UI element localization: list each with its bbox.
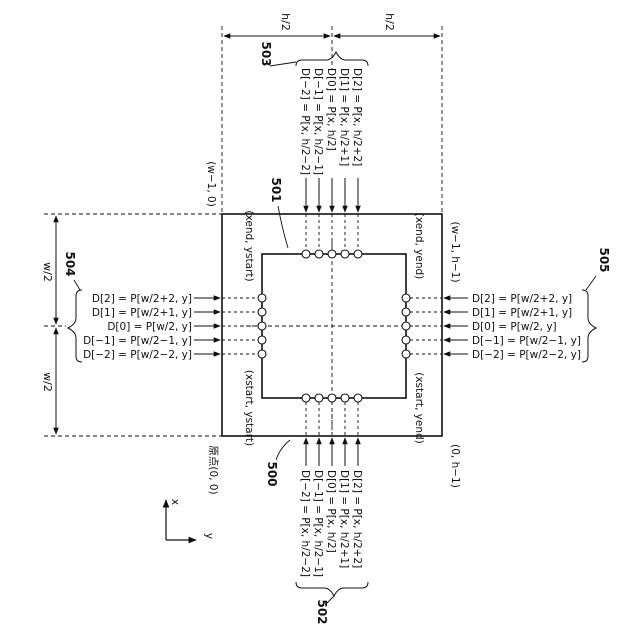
top-sample-label: D[2] = P[x, h/2+2] (351, 68, 363, 166)
axis-x-label: x (169, 499, 181, 505)
region-corner-xstart-yend: (xstart, yend) (413, 372, 425, 444)
left-sample-label: D[−1] = P[w/2−1, y] (83, 335, 192, 347)
bottom-sample-label: D[−2] = P[x, h/2−2] (299, 470, 311, 577)
top-sample-circle (328, 250, 336, 258)
top-sample-label: D[1] = P[x, h/2+1] (338, 68, 350, 166)
bottom-sample-label: D[−1] = P[x, h/2−1] (312, 470, 324, 577)
right-sample-group: D[2] = P[w/2+2, y] D[1] = P[w/2+1, y] D[0]… (402, 293, 581, 361)
bottom-sample-group: D[−2] = P[x, h/2−2]D[−1] = P[x, h/2−1]D[… (299, 394, 363, 577)
left-sample-circle (258, 322, 266, 330)
brace-502 (296, 582, 368, 596)
left-sample-circle (258, 336, 266, 344)
left-sample-label: D[2] = P[w/2+2, y] (92, 293, 192, 305)
left-sample-circle (258, 308, 266, 316)
ref-501: 501 (269, 177, 283, 202)
top-sample-circle (341, 250, 349, 258)
dim-label-h-half-left: h/2 (279, 13, 292, 31)
right-sample-circle (402, 322, 410, 330)
top-sample-circle (315, 250, 323, 258)
right-sample-label: D[1] = P[w/2+1, y] (472, 307, 572, 319)
left-sample-circle (258, 294, 266, 302)
bottom-sample-circle (354, 394, 362, 402)
right-sample-circle (402, 308, 410, 316)
ref-500: 500 (265, 461, 279, 486)
bottom-sample-circle (341, 394, 349, 402)
right-sample-label: D[−1] = P[w/2−1, y] (472, 335, 581, 347)
right-sample-circle (402, 336, 410, 344)
ref-505-leader (586, 276, 596, 290)
top-sample-label: D[−2] = P[x, h/2−2] (299, 68, 311, 175)
dim-label-w-half-bottom: w/2 (41, 372, 54, 392)
ref-500-leader (276, 440, 290, 460)
bottom-sample-label: D[2] = P[x, h/2+2] (351, 470, 363, 568)
region-corner-xstart-ystart: (xstart, ystart) (243, 370, 255, 446)
top-sample-label: D[0] = P[x, h/2] (325, 68, 337, 151)
region-corner-xend-ystart: (xend, ystart) (243, 210, 255, 281)
left-sample-label: D[0] = P[w/2, y] (107, 321, 192, 333)
ref-503: 503 (259, 41, 273, 66)
dim-label-w-half-top: w/2 (41, 262, 54, 282)
corner-w1-0: (w−1, 0) (205, 161, 217, 207)
bottom-sample-circle (302, 394, 310, 402)
left-sample-label: D[−2] = P[w/2−2, y] (83, 349, 192, 361)
right-sample-circle (402, 350, 410, 358)
corner-w1-h1: (w−1, h−1) (449, 221, 461, 282)
ref-504: 504 (63, 251, 77, 276)
right-sample-label: D[0] = P[w/2, y] (472, 321, 557, 333)
axis-y-label: y (203, 533, 215, 539)
ref-504-leader (74, 280, 80, 290)
left-sample-circle (258, 350, 266, 358)
corner-origin: 原点(0, 0) (207, 445, 219, 494)
left-sample-group: D[2] = P[w/2+2, y] D[1] = P[w/2+1, y] D[0]… (83, 293, 266, 361)
brace-505 (582, 290, 596, 362)
bottom-sample-label: D[0] = P[x, h/2] (325, 470, 337, 553)
brace-504 (68, 290, 82, 362)
top-sample-label: D[−1] = P[x, h/2−1] (312, 68, 324, 175)
corner-zero-h1: (0, h−1) (449, 444, 461, 488)
top-sample-circle (354, 250, 362, 258)
right-sample-circle (402, 294, 410, 302)
ref-505: 505 (597, 247, 611, 272)
left-sample-label: D[1] = P[w/2+1, y] (92, 307, 192, 319)
ref-501-leader (278, 206, 288, 248)
top-sample-group: D[−2] = P[x, h/2−2]D[−1] = P[x, h/2−1]D[… (299, 68, 363, 258)
bottom-sample-circle (328, 394, 336, 402)
right-sample-label: D[2] = P[w/2+2, y] (472, 293, 572, 305)
right-sample-label: D[−2] = P[w/2−2, y] (472, 349, 581, 361)
bottom-sample-label: D[1] = P[x, h/2+1] (338, 470, 350, 568)
top-sample-circle (302, 250, 310, 258)
region-corner-xend-yend: (xend, yend) (413, 213, 425, 280)
dim-label-h-half-right: h/2 (383, 13, 396, 31)
bottom-sample-circle (315, 394, 323, 402)
